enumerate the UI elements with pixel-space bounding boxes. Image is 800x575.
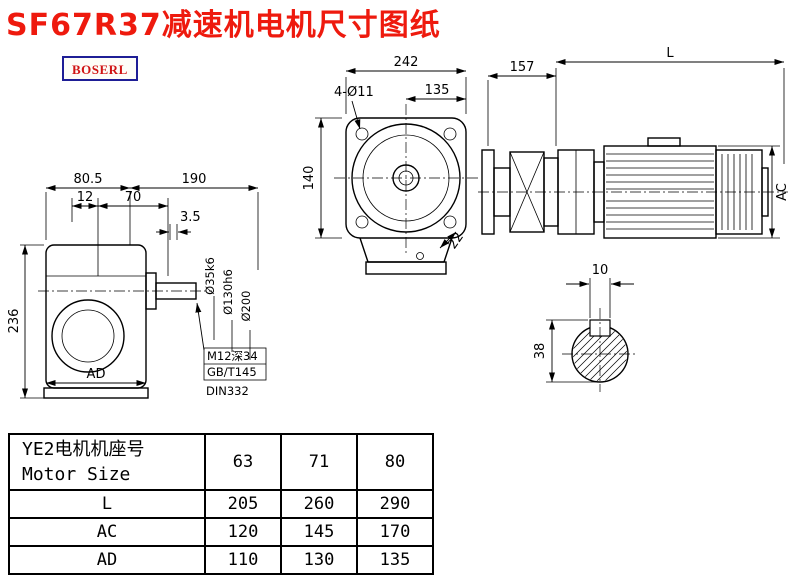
left-side-view: 236 80.5 190 12 70 3.5	[7, 172, 267, 399]
value-AC-80: 170	[356, 517, 434, 547]
front-dim-bolt-holes: 4-Ø11	[334, 85, 374, 100]
row-label-AC: AC	[8, 517, 206, 547]
dim-AC: AC	[775, 183, 790, 201]
dia-spigot-label: Ø130h6	[221, 269, 235, 315]
value-L-80: 290	[356, 489, 434, 519]
input-shaft	[155, 282, 197, 300]
header-motor-size-en: Motor Size	[22, 464, 131, 485]
table-header-row: YE2电机机座号 Motor Size 63 71 80	[8, 433, 434, 491]
dim-236: 236	[7, 309, 22, 334]
header-motor-size-cn: YE2电机机座号	[22, 439, 145, 460]
header-motor-size: YE2电机机座号 Motor Size	[8, 433, 206, 491]
dim-157: 157	[510, 60, 535, 75]
fan-cover-grille	[721, 154, 753, 230]
dim-3-5: 3.5	[180, 210, 201, 225]
table-row-AC: AC 120 145 170	[8, 517, 434, 547]
logo-text: BOSERL	[72, 62, 128, 77]
size-column-71: 71	[280, 433, 358, 491]
row-label-L: L	[8, 489, 206, 519]
value-L-63: 205	[204, 489, 282, 519]
table-row-L: L 205 260 290	[8, 489, 434, 519]
motor-fins	[606, 153, 714, 230]
front-dim-140: 140	[302, 166, 317, 191]
motor-size-table: YE2电机机座号 Motor Size 63 71 80 L 205 260 2…	[8, 433, 434, 575]
note-m12: M12深34	[207, 349, 258, 363]
technical-drawing: 242 135 4-Ø11 140 22	[7, 46, 790, 399]
dim-80-5: 80.5	[74, 172, 103, 187]
front-dim-135: 135	[425, 83, 450, 98]
flange-spigot-circle	[351, 123, 461, 233]
value-L-71: 260	[280, 489, 358, 519]
front-view: 242 135 4-Ø11 140 22	[302, 55, 478, 275]
size-column-63: 63	[204, 433, 282, 491]
dim-70: 70	[125, 190, 142, 205]
row-label-AD: AD	[8, 545, 206, 575]
note-din332: DIN332	[206, 384, 249, 398]
motor-assembly-view: 157 L AC	[478, 46, 790, 239]
dim-L: L	[666, 46, 674, 61]
flange-outline	[345, 117, 467, 239]
bolt-hole	[443, 127, 457, 141]
output-bore-circle	[51, 299, 125, 373]
front-dim-242: 242	[394, 55, 419, 70]
value-AD-80: 135	[356, 545, 434, 575]
shaft-hub-circle	[392, 164, 420, 192]
table-row-AD: AD 110 130 135	[8, 545, 434, 575]
page-title: SF67R37减速机电机尺寸图纸	[6, 8, 441, 43]
value-AC-71: 145	[280, 517, 358, 547]
shaft-section-view: 10 38	[533, 263, 638, 392]
dim-12: 12	[77, 190, 94, 205]
bolt-hole	[443, 215, 457, 229]
mounting-feet	[43, 387, 149, 399]
dia-flange-label: Ø200	[239, 290, 253, 321]
dim-shaft-38: 38	[533, 343, 548, 360]
value-AD-63: 110	[204, 545, 282, 575]
value-AC-63: 120	[204, 517, 282, 547]
dia-shaft-label: Ø35k6	[203, 257, 217, 295]
bolt-hole	[355, 215, 369, 229]
boserl-logo: BOSERL	[62, 56, 138, 81]
bolt-hole	[355, 127, 369, 141]
dim-AD: AD	[87, 367, 106, 382]
value-AD-71: 130	[280, 545, 358, 575]
note-gbt145: GB/T145	[207, 365, 257, 379]
dim-190: 190	[182, 172, 207, 187]
dim-key-width-10: 10	[592, 263, 609, 278]
size-column-80: 80	[356, 433, 434, 491]
